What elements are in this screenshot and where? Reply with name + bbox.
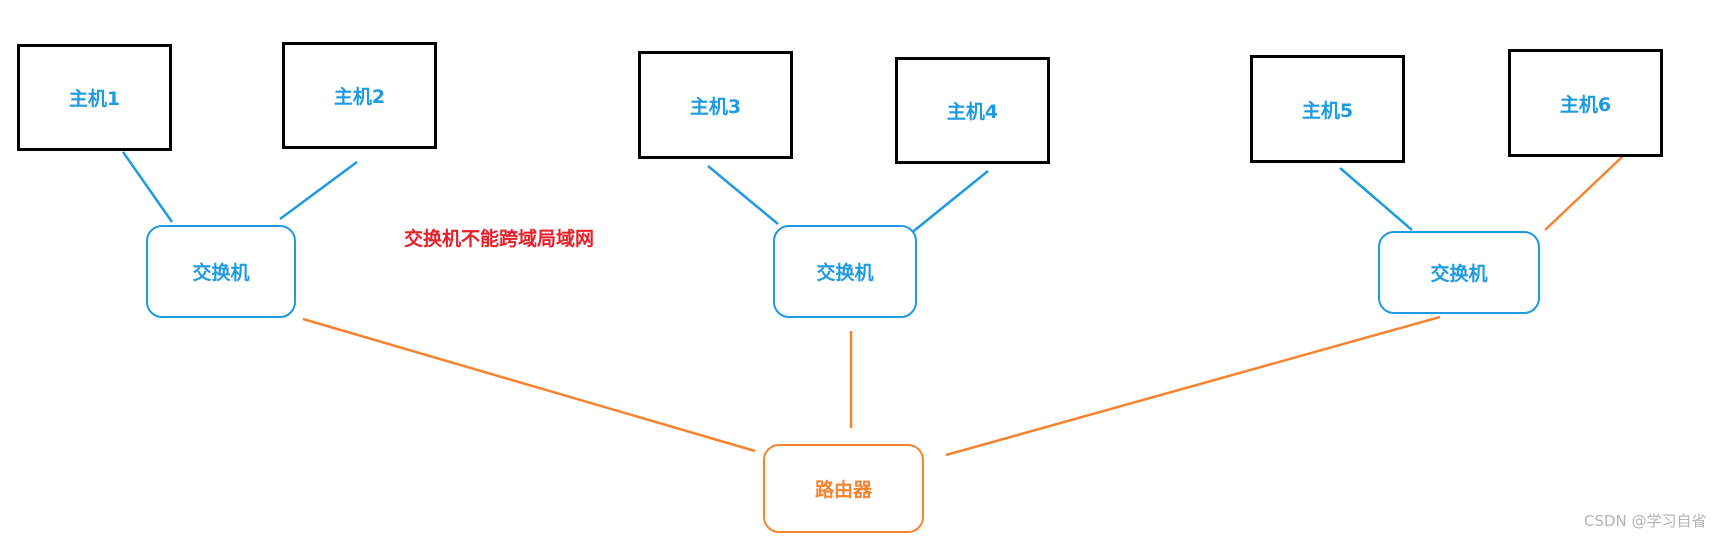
watermark: CSDN @学习自省	[1584, 512, 1707, 530]
switch-3-label: 交换机	[1430, 263, 1488, 285]
host-6-label: 主机6	[1559, 93, 1612, 116]
link-host1-switch1	[121, 151, 174, 223]
switch-2: 交换机	[773, 225, 917, 318]
host-3: 主机3	[638, 51, 793, 159]
host-6: 主机6	[1508, 49, 1663, 157]
host-2: 主机2	[282, 42, 437, 149]
switch-1-label: 交换机	[192, 262, 250, 284]
host-1: 主机1	[17, 44, 172, 151]
host-5-label: 主机5	[1301, 99, 1354, 122]
link-host3-switch2	[707, 165, 779, 225]
link-host2-switch1	[279, 160, 358, 221]
link-host6-switch3	[1544, 155, 1624, 231]
switch-2-label: 交换机	[816, 262, 874, 284]
router-label: 路由器	[814, 479, 872, 501]
host-4-label: 主机4	[946, 101, 999, 123]
host-1-label: 主机1	[68, 88, 121, 110]
host-2-label: 主机2	[333, 86, 386, 108]
switch-1: 交换机	[146, 225, 296, 318]
router: 路由器	[763, 444, 924, 533]
link-host4-switch2	[909, 170, 989, 235]
link-switch3-router	[945, 315, 1441, 457]
link-host5-switch3	[1339, 167, 1413, 231]
host-4: 主机4	[895, 57, 1050, 164]
switch-3: 交换机	[1378, 231, 1540, 314]
host-5: 主机5	[1250, 55, 1405, 163]
host-3-label: 主机3	[689, 95, 742, 118]
note-text: 交换机不能跨域局域网	[404, 228, 595, 250]
link-switch1-router	[302, 317, 756, 453]
